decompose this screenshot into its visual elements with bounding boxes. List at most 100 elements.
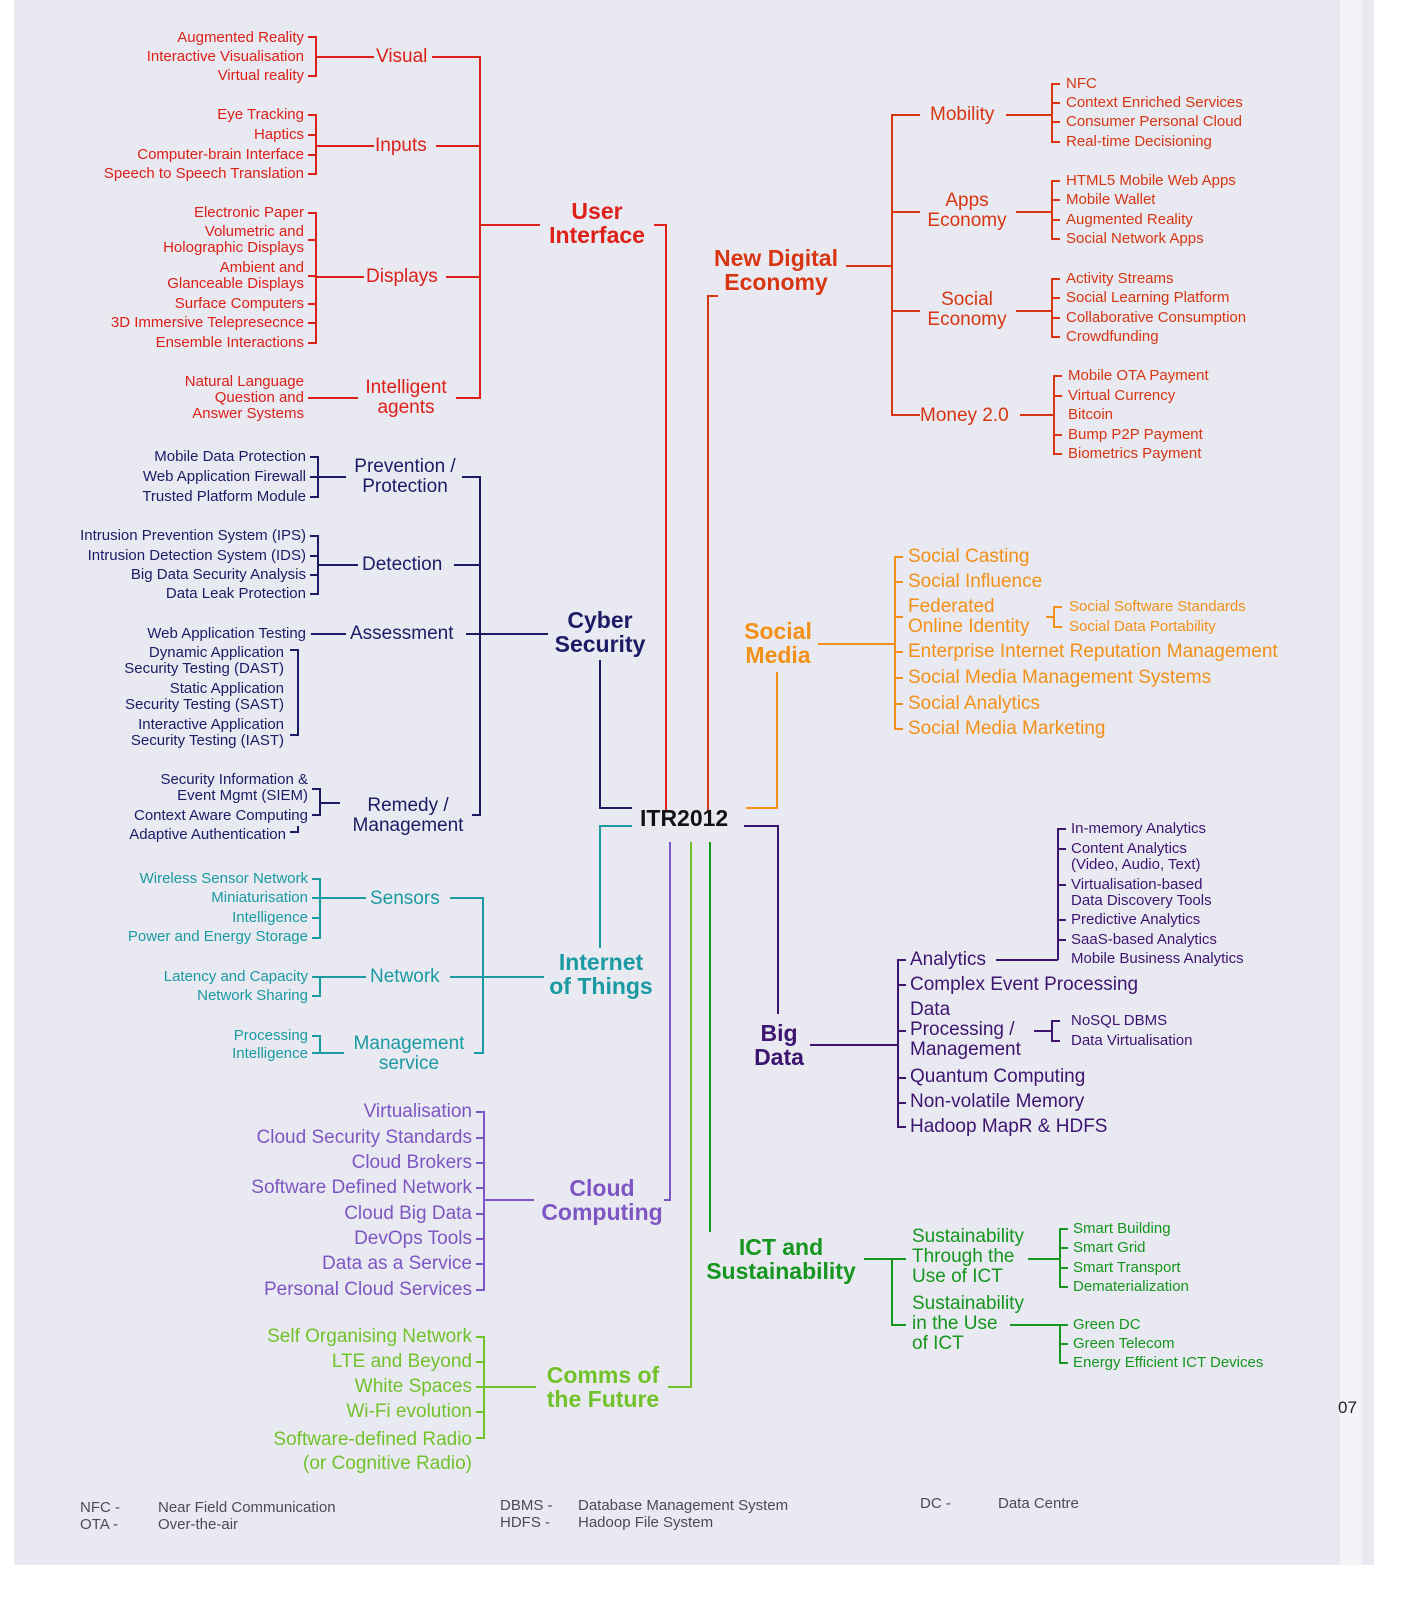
cs-detection-item: Intrusion Detection System (IDS)	[87, 547, 306, 564]
remedy-bracket	[290, 788, 340, 833]
sm-identity-item: Social Data Portability	[1069, 618, 1216, 635]
bd-item: Hadoop MapR & HDFS	[910, 1116, 1108, 1137]
footnote-text: Hadoop File System	[578, 1514, 714, 1531]
bd-item: Analytics	[910, 949, 987, 970]
bd-item: Non-volatile Memory	[910, 1091, 1085, 1112]
cyber-spine	[454, 476, 548, 816]
processing-bracket	[1034, 1020, 1060, 1042]
nde-money-item: Bitcoin	[1068, 406, 1114, 423]
cs-assessment-item: Web Application Testing	[147, 625, 306, 642]
cs-detection-item: Big Data Security Analysis	[130, 566, 306, 583]
iot-spine	[450, 897, 544, 1054]
iot-management-item: Processing	[233, 1027, 308, 1044]
comms-item: White Spaces	[354, 1376, 472, 1397]
ict-in-item: Green Telecom	[1073, 1335, 1175, 1352]
bd-processing-item: NoSQL DBMS	[1071, 1012, 1168, 1029]
user-interface-trunk	[654, 224, 667, 812]
comms-trunk	[668, 842, 692, 1388]
footnote-text: Near Field Communication	[158, 1499, 336, 1516]
nde-apps-item: HTML5 Mobile Web Apps	[1066, 172, 1236, 189]
ui-visual-item: Augmented Reality	[177, 29, 304, 46]
iot-sensors-item: Miniaturisation	[211, 889, 308, 906]
big-data-spine	[897, 959, 906, 1128]
inputs-label: Inputs	[375, 135, 427, 156]
big-data-trunk	[744, 825, 779, 1014]
intelligent-agents-label: Intelligent agents	[365, 377, 447, 418]
cs-detection-item: Data Leak Protection	[165, 585, 306, 602]
comms-item: Self Organising Network	[267, 1326, 472, 1347]
new-digital-economy-title: New Digital Economy	[714, 245, 838, 296]
iot-title: Internet of Things	[549, 949, 653, 1000]
social-economy-label: Social Economy	[927, 289, 1007, 330]
paper-edge	[1340, 0, 1362, 1565]
iot-connectors	[312, 825, 632, 1054]
page-number: 07	[1338, 1398, 1357, 1417]
footnote-abbr: DBMS -	[500, 1497, 553, 1514]
management-bracket	[312, 1035, 344, 1054]
center-node: ITR2012	[640, 805, 729, 831]
cloud-item: Cloud Big Data	[344, 1203, 472, 1224]
cloud-item: Cloud Security Standards	[256, 1127, 472, 1148]
bd-analytics-item: Predictive Analytics	[1071, 911, 1201, 928]
ict-in-item: Energy Efficient ICT Devices	[1073, 1354, 1264, 1371]
nde-apps-item: Mobile Wallet	[1066, 191, 1156, 208]
nde-mobility-item: NFC	[1066, 75, 1097, 92]
nde-spine	[891, 114, 920, 416]
analytics-bracket	[1057, 828, 1066, 960]
ui-inputs-item: Computer-brain Interface	[137, 146, 304, 163]
bd-analytics-item: Mobile Business Analytics	[1071, 950, 1244, 967]
cs-detection-item: Intrusion Prevention System (IPS)	[80, 527, 306, 544]
social-media-bracket	[894, 556, 903, 730]
ui-inputs-item: Speech to Speech Translation	[103, 165, 304, 182]
footnote-abbr: HDFS -	[500, 1514, 550, 1531]
cloud-bracket	[476, 1111, 534, 1291]
cyber-security-connectors	[290, 456, 632, 833]
ict-through-item: Smart Grid	[1073, 1239, 1146, 1256]
bd-item: Complex Event Processing	[910, 974, 1139, 995]
bd-analytics-item: Virtualisation-based Data Discovery Tool…	[1071, 876, 1212, 909]
iot-sensors-item: Wireless Sensor Network	[139, 870, 308, 887]
cloud-connectors	[476, 842, 671, 1291]
user-interface-title: User Interface	[549, 198, 645, 249]
nde-money-item: Virtual Currency	[1068, 387, 1176, 404]
management-service-label: Management service	[353, 1033, 465, 1074]
nde-money-item: Mobile OTA Payment	[1068, 367, 1209, 384]
money-bracket	[1020, 375, 1062, 455]
mobility-bracket	[1006, 83, 1060, 143]
iot-network-item: Latency and Capacity	[163, 968, 308, 985]
social-media-title: Social Media	[744, 618, 812, 669]
sm-item: Social Casting	[908, 546, 1030, 567]
sm-item: Federated Online Identity	[908, 596, 1030, 637]
nde-social-item: Social Learning Platform	[1066, 289, 1230, 306]
nde-mobility-item: Consumer Personal Cloud	[1066, 113, 1242, 130]
mobility-label: Mobility	[930, 104, 995, 125]
sustain-through-bracket	[1028, 1228, 1068, 1288]
comms-connectors	[476, 842, 692, 1439]
ui-inputs-item: Haptics	[253, 126, 304, 143]
cloud-item: Virtualisation	[363, 1101, 472, 1122]
visual-label: Visual	[376, 46, 428, 67]
cs-prevention-item: Web Application Firewall	[142, 468, 306, 485]
cs-prevention-item: Mobile Data Protection	[154, 448, 306, 465]
apps-economy-label: Apps Economy	[927, 190, 1007, 231]
footnote-abbr: OTA -	[80, 1516, 119, 1533]
prevention-label: Prevention / Protection	[354, 456, 456, 497]
new-digital-economy-connectors	[707, 83, 1062, 812]
sustain-through-label: Sustainability Through the Use of ICT	[912, 1226, 1024, 1287]
big-data-connectors	[744, 825, 1066, 1128]
sm-item: Social Media Management Systems	[908, 667, 1212, 688]
bd-processing-item: Data Virtualisation	[1071, 1032, 1193, 1049]
displays-label: Displays	[366, 266, 438, 287]
money-label: Money 2.0	[920, 405, 1009, 426]
big-data-title: Big Data	[754, 1020, 804, 1071]
cyber-security-title: Cyber Security	[554, 607, 646, 658]
footnote-abbr: DC -	[920, 1495, 951, 1512]
social-media-trunk	[746, 672, 778, 809]
ui-displays-item: Surface Computers	[174, 295, 304, 312]
cloud-item: Software Defined Network	[251, 1177, 472, 1198]
ict-through-item: Dematerialization	[1073, 1278, 1189, 1295]
cs-remedy-item: Context Aware Computing	[134, 807, 308, 824]
ui-displays-item: Ensemble Interactions	[155, 334, 304, 351]
